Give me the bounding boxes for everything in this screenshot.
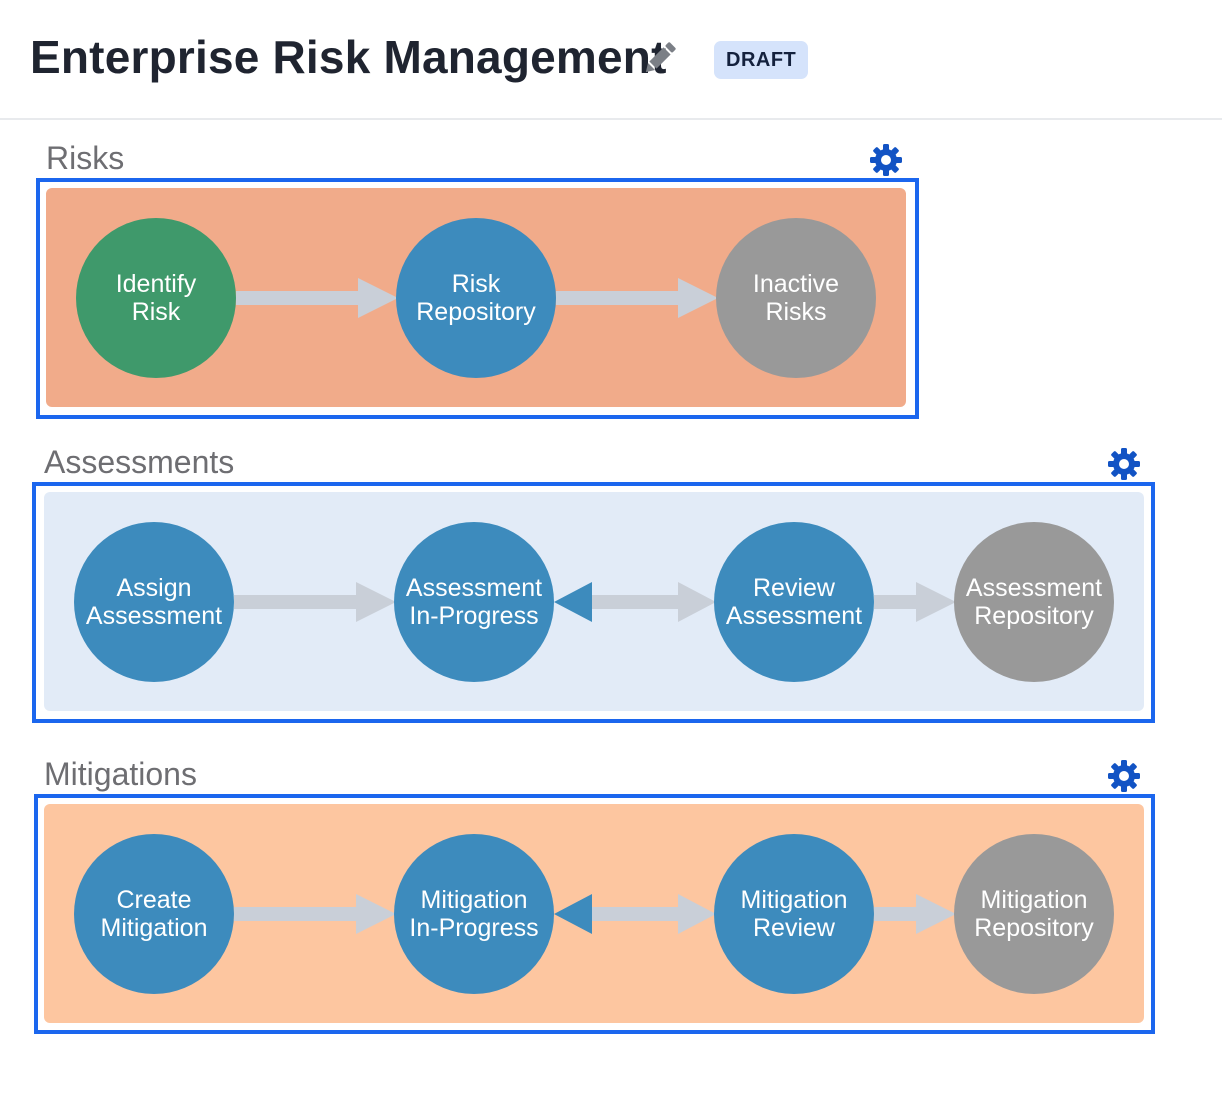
node-label: Create Mitigation <box>100 886 208 942</box>
node-label: Mitigation Repository <box>974 886 1094 942</box>
page-title: Enterprise Risk Management <box>30 31 667 83</box>
node-label: Inactive Risks <box>752 270 840 326</box>
node-mitigation-in-progress[interactable]: Mitigation In-Progress <box>394 834 554 994</box>
section-label-mitigations: Mitigations <box>44 756 197 792</box>
section-label-risks: Risks <box>46 140 125 176</box>
assessments-frame[interactable] <box>32 482 1155 723</box>
node-label: Mitigation In-Progress <box>409 886 539 942</box>
page-header: Enterprise Risk Management DRAFT <box>0 0 1222 120</box>
node-label: Assessment Repository <box>965 574 1103 630</box>
pencil-icon[interactable] <box>640 38 680 78</box>
node-assign-assessment[interactable]: Assign Assessment <box>74 522 234 682</box>
mitigations-frame[interactable] <box>34 794 1155 1034</box>
status-badge: DRAFT <box>714 41 809 79</box>
node-inactive-risks[interactable]: Inactive Risks <box>716 218 876 378</box>
section-label-assessments: Assessments <box>44 444 235 480</box>
node-label: Risk Repository <box>416 270 536 326</box>
node-risk-repository[interactable]: Risk Repository <box>396 218 556 378</box>
node-create-mitigation[interactable]: Create Mitigation <box>74 834 234 994</box>
node-assessment-in-progress[interactable]: Assessment In-Progress <box>394 522 554 682</box>
node-label: Identify Risk <box>115 270 197 326</box>
node-mitigation-repository[interactable]: Mitigation Repository <box>954 834 1114 994</box>
node-mitigation-review[interactable]: Mitigation Review <box>714 834 874 994</box>
node-label: Mitigation Review <box>740 886 848 942</box>
node-identify-risk[interactable]: Identify Risk <box>76 218 236 378</box>
node-label: Assign Assessment <box>85 574 223 630</box>
risks-frame[interactable] <box>36 178 919 419</box>
gear-icon[interactable] <box>1107 759 1141 793</box>
gear-icon[interactable] <box>1107 447 1141 481</box>
node-assessment-repository[interactable]: Assessment Repository <box>954 522 1114 682</box>
node-label: Assessment In-Progress <box>405 574 543 630</box>
node-review-assessment[interactable]: Review Assessment <box>714 522 874 682</box>
gear-icon[interactable] <box>869 143 903 177</box>
node-label: Review Assessment <box>725 574 863 630</box>
